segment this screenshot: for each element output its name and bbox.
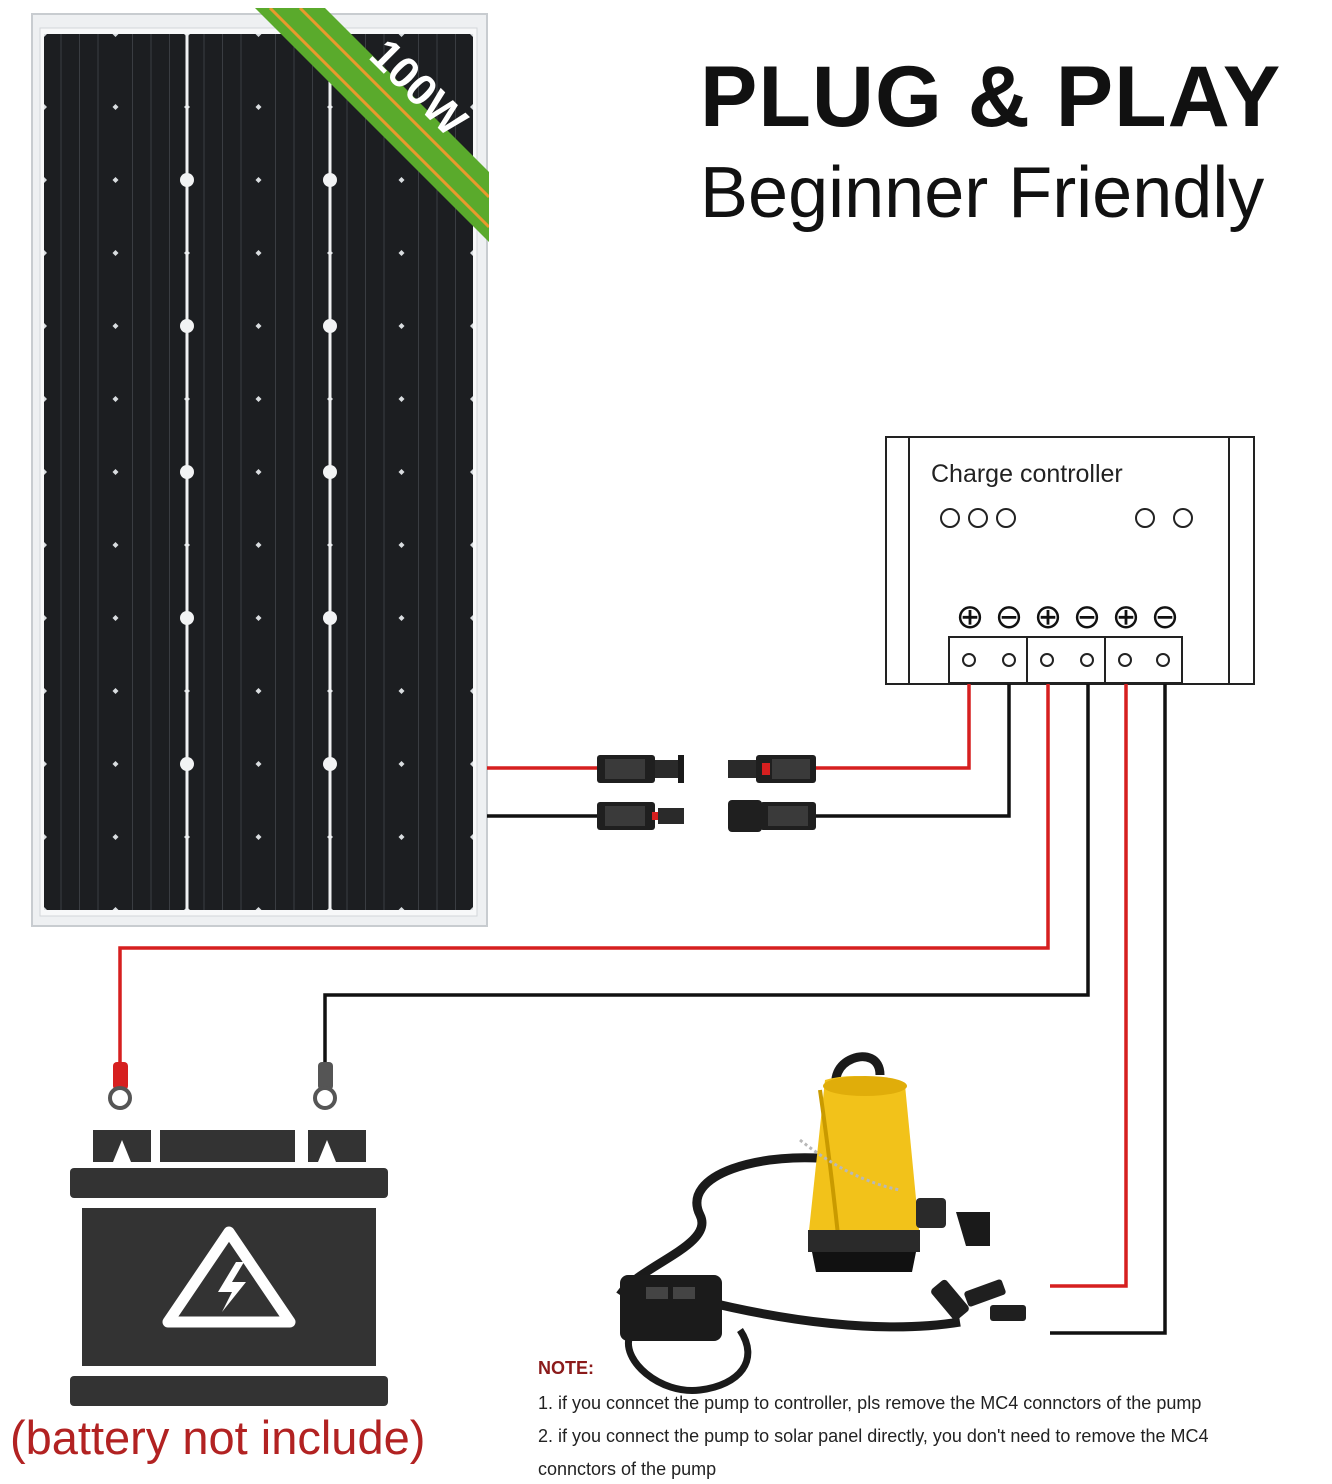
note-title: NOTE: (538, 1358, 594, 1378)
mc4-right-bottom (728, 800, 816, 832)
load-negative-wire (1050, 684, 1167, 1335)
ring-terminal-positive (108, 1062, 132, 1110)
indicator-leds (940, 508, 1193, 528)
terminal-symbol-load-negative: ⊖ (1151, 597, 1180, 637)
note-line-2: 2. if you connect the pump to solar pane… (538, 1426, 1209, 1446)
battery-note: (battery not include) (10, 1411, 426, 1464)
terminal-symbol-battery-negative: ⊖ (1073, 597, 1102, 637)
water-pump (616, 1052, 1026, 1394)
ring-terminals (108, 1062, 337, 1110)
controller-pv-negative-wire (816, 684, 1011, 818)
controller-pv-positive-wire (816, 684, 971, 770)
charge-controller-label: Charge controller (931, 460, 1123, 488)
battery-negative-wire (323, 684, 1090, 1070)
battery-icon (70, 1130, 388, 1406)
note-line-3: connctors of the pump (538, 1459, 717, 1479)
page-title: PLUG & PLAY (700, 49, 1282, 145)
page-subtitle: Beginner Friendly (700, 153, 1265, 233)
ring-terminal-negative (313, 1062, 337, 1110)
battery-positive-wire (118, 684, 1050, 1070)
terminal-symbol-load-positive: ⊕ (1112, 597, 1141, 637)
mc4-left-top (597, 755, 684, 783)
mc4-connectors (597, 755, 816, 832)
charge-controller: ⊕ ⊖ ⊕ ⊖ ⊕ ⊖ (885, 436, 1255, 685)
terminal-symbol-battery-positive: ⊕ (1034, 597, 1063, 637)
solar-panel (31, 13, 488, 927)
wires (118, 684, 1167, 1335)
pump-mc4-connectors (931, 1279, 1026, 1321)
note-line-1: 1. if you conncet the pump to controller… (538, 1393, 1202, 1413)
mc4-right-top (728, 755, 816, 783)
terminal-symbol-pv-negative: ⊖ (995, 597, 1024, 637)
terminal-symbol-pv-positive: ⊕ (956, 597, 985, 637)
terminal-screws (962, 653, 1170, 667)
load-positive-wire (1050, 684, 1128, 1288)
mc4-left-bottom (597, 802, 684, 830)
